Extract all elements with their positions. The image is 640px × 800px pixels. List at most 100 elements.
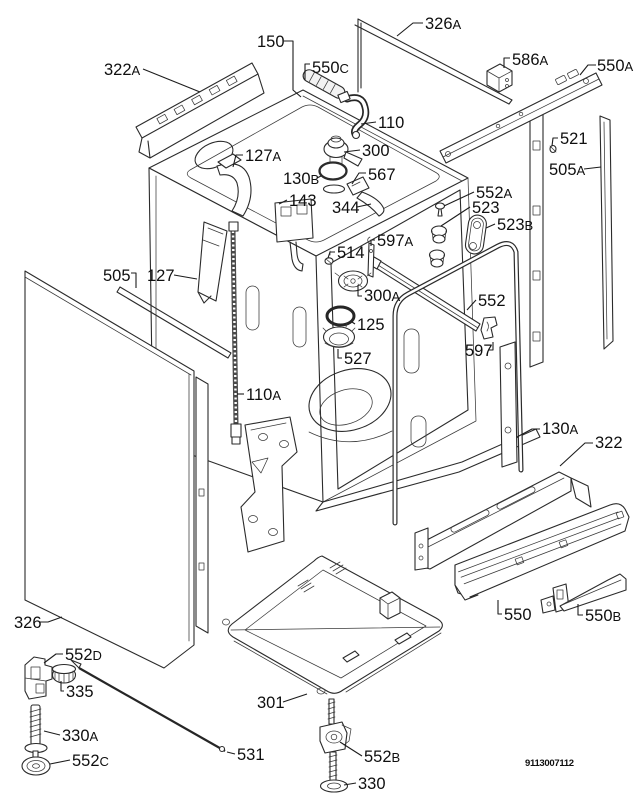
part-number-text: 552B	[364, 748, 400, 766]
door-strip-505	[116, 286, 232, 359]
leader-line	[142, 68, 201, 93]
leader-line	[497, 600, 502, 615]
bracket-143	[274, 198, 314, 272]
leader-line	[232, 154, 243, 168]
braided-hose-110a	[228, 221, 242, 445]
clip-597	[480, 316, 498, 340]
part-label-597: 597	[465, 342, 494, 360]
part-label-531: 531	[226, 746, 265, 764]
fill-hose-110	[337, 90, 370, 140]
part-label-505: 505	[103, 267, 137, 288]
impeller-300a	[334, 270, 372, 292]
part-number-text: 550C	[312, 59, 349, 77]
part-number-text: 550A	[597, 57, 634, 75]
part-label-523: 523	[440, 199, 500, 227]
part-label-521: 521	[551, 130, 588, 148]
foot-552b	[319, 698, 352, 754]
leader-line	[396, 22, 423, 37]
leader-line	[370, 239, 375, 246]
plate-523b	[464, 214, 487, 255]
part-number-text: 150	[257, 33, 285, 51]
part-label-130A: 130A	[516, 420, 579, 438]
part-number-text: 521	[560, 130, 588, 148]
part-number-text: 550	[504, 606, 532, 624]
leader-line	[316, 175, 322, 179]
part-label-330: 330	[343, 775, 386, 793]
leader-line	[173, 274, 198, 280]
leader-line	[440, 206, 471, 227]
part-label-597A: 597A	[370, 232, 414, 250]
part-number-text: 344	[332, 199, 360, 217]
leader-line	[282, 693, 308, 703]
part-number-text: 143	[289, 192, 317, 210]
part-number-text: 552A	[476, 184, 513, 202]
part-label-300: 300	[343, 142, 390, 160]
part-label-552C: 552C	[49, 752, 109, 770]
part-label-127A: 127A	[232, 147, 282, 168]
part-number-text: 586A	[512, 51, 549, 69]
leader-line	[226, 751, 236, 755]
rail-550b	[540, 573, 627, 614]
part-number-text: 322A	[104, 61, 141, 79]
part-number-text: 335	[66, 683, 94, 701]
door-inner-panel	[195, 376, 209, 634]
part-label-586A: 586A	[503, 51, 549, 69]
ring-nut-527	[322, 322, 356, 348]
part-number-text: 130B	[283, 170, 319, 188]
screw-521	[549, 144, 557, 154]
part-label-344: 344	[332, 199, 372, 217]
washer-552c	[21, 756, 51, 776]
leader-line	[583, 166, 602, 170]
base-rail-550	[454, 503, 630, 601]
part-number-text: 523B	[497, 216, 533, 234]
part-number-text: 330A	[62, 727, 99, 745]
leader-line	[343, 149, 361, 153]
part-label-301: 301	[257, 693, 308, 712]
part-label-326: 326	[14, 614, 63, 632]
frame-130a	[392, 241, 524, 526]
leader-line	[304, 63, 310, 80]
part-label-322: 322	[559, 434, 623, 467]
top-rail-550a	[439, 69, 603, 164]
screw-330a	[24, 704, 48, 758]
part-number-text: 552	[478, 292, 506, 310]
document-number: 9113007112	[525, 758, 574, 769]
part-label-527: 527	[337, 349, 372, 368]
leader-line	[337, 349, 342, 359]
part-label-552: 552	[466, 292, 506, 311]
part-number-text: 597A	[377, 232, 414, 250]
leader-line	[339, 741, 363, 757]
leader-line	[49, 759, 71, 765]
leader-line	[503, 57, 510, 68]
part-number-text: 550B	[585, 607, 621, 625]
part-label-550C: 550C	[304, 59, 349, 80]
rod-531	[70, 659, 226, 753]
part-number-text: 300A	[364, 287, 401, 305]
leader-line	[351, 172, 366, 185]
part-label-523B: 523B	[485, 216, 533, 234]
part-label-552A: 552A	[443, 184, 513, 207]
part-label-335: 335	[60, 681, 94, 701]
part-number-text: 567	[368, 166, 396, 184]
leader-line	[357, 285, 362, 297]
leader-line	[485, 223, 496, 229]
part-number-text: 326A	[425, 15, 462, 33]
vent-duct-127	[197, 221, 228, 304]
leader-line	[466, 299, 477, 311]
part-number-text: 301	[257, 694, 285, 712]
leader-line	[516, 428, 540, 438]
leader-line	[559, 442, 593, 467]
part-label-567: 567	[351, 166, 396, 185]
part-number-text: 505	[103, 267, 131, 285]
part-label-550A: 550A	[579, 57, 634, 76]
part-number-text: 330	[358, 775, 386, 793]
mounting-rail-322a	[135, 62, 265, 159]
part-number-text: 552D	[65, 646, 102, 664]
grommets-523	[428, 225, 448, 268]
pin-552a	[434, 202, 446, 217]
part-label-552D: 552D	[43, 646, 102, 664]
part-label-150: 150	[257, 33, 302, 98]
part-number-text: 322	[595, 434, 623, 452]
part-label-552B: 552B	[339, 741, 400, 766]
